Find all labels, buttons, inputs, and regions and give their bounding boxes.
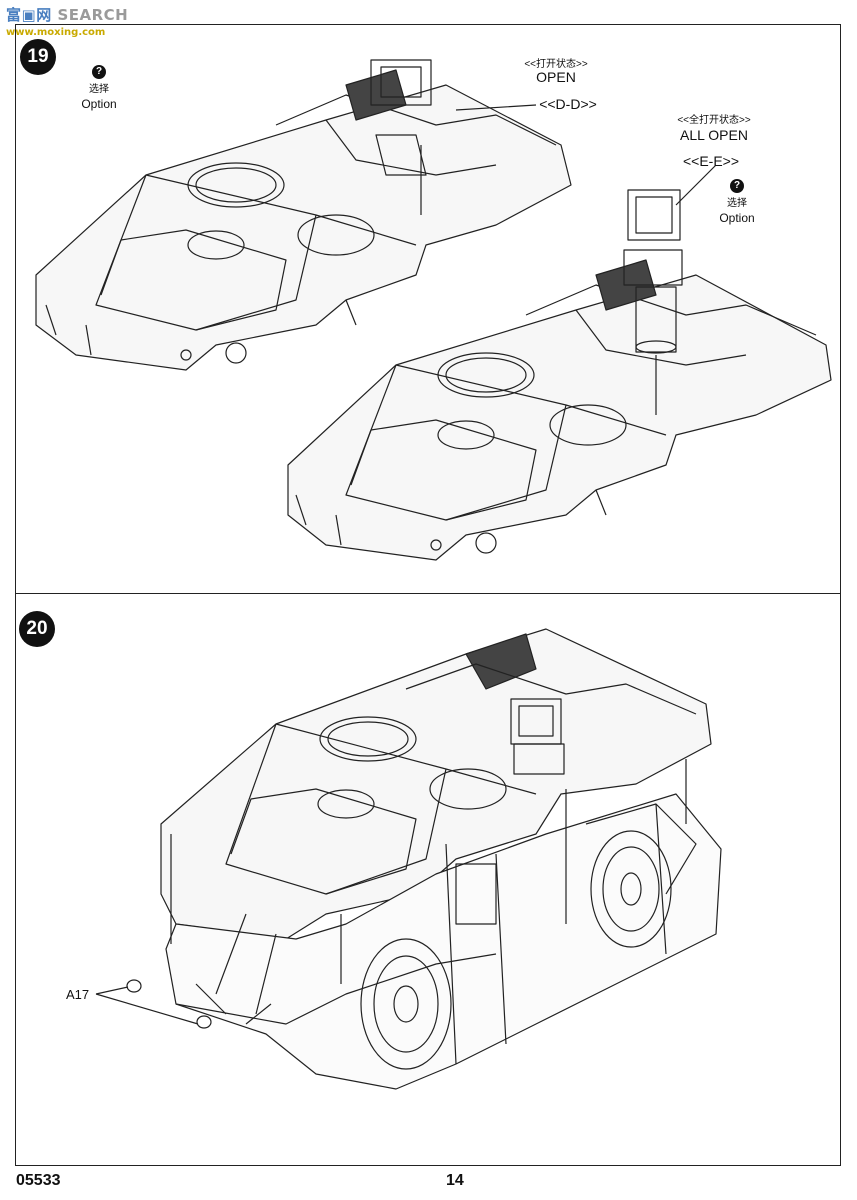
step-number-badge: 19: [20, 39, 56, 75]
part-label-a17: A17: [66, 987, 90, 1002]
watermark: 富▣网 SEARCH: [6, 6, 129, 24]
question-icon: ?: [730, 179, 744, 193]
option-left-cn: 选择: [89, 84, 109, 95]
step-20-drawing: [95, 628, 722, 1090]
step-19-panel: 19 ? 选择 Option <<打开状态>> OPEN <<D-D>> <<全…: [15, 24, 841, 594]
option-left-en: Option: [81, 97, 117, 111]
allopen-en-label: ALL OPEN: [680, 127, 748, 143]
option-left: ? 选择 Option: [74, 65, 124, 111]
open-cn-label: <<打开状态>>: [524, 59, 588, 70]
step-19-drawing: [35, 59, 832, 561]
option-right-cn: 选择: [727, 198, 747, 209]
question-icon: ?: [92, 65, 106, 79]
watermark-url: www.moxing.com: [6, 27, 106, 38]
step-20-panel: 20 A17: [15, 593, 841, 1166]
option-right-en: Option: [719, 211, 755, 225]
open-ref-label: <<D-D>>: [539, 96, 597, 112]
step-number-badge: 20: [19, 611, 55, 647]
page-number: 14: [446, 1172, 464, 1189]
product-code: 05533: [16, 1172, 61, 1189]
allopen-ref-label: <<E-E>>: [682, 153, 740, 169]
allopen-cn-label: <<全打开状态>>: [677, 115, 751, 126]
option-right: ? 选择 Option: [712, 179, 762, 225]
open-en-label: OPEN: [536, 69, 576, 85]
